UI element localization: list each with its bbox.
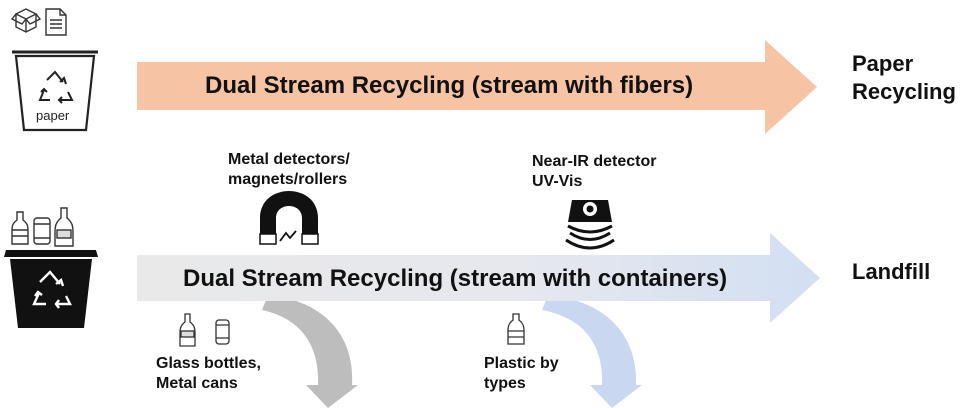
container-destination: Landfill [852,259,931,284]
metal-detector-line-1: Metal detectors/ [228,151,350,168]
output-can-icon [215,319,230,345]
metal-detector-label: Metal detectors/ magnets/rollers [228,150,350,190]
paper-bin-icon [12,50,98,132]
glass-bottle-icon [54,207,74,247]
container-bin-icon [4,250,98,328]
document-icon [45,8,67,36]
paper-destination-line-1: Paper [852,51,914,76]
glass-metal-output-arrow [262,295,358,408]
can-icon [33,217,51,245]
sensor-icon [565,200,615,250]
paper-stream-label: Dual Stream Recycling (stream with fiber… [205,72,694,99]
magnet-icon [259,191,319,245]
paper-destination-line-2: Recycling [852,79,956,104]
plastic-line-2: types [484,375,526,392]
nir-detector-line-1: Near-IR detector [532,153,657,170]
glass-metal-line-2: Metal cans [156,375,238,392]
plastic-bottle-icon [507,313,525,345]
bottle-icon [11,211,29,245]
plastic-output-arrow [542,295,642,408]
paper-destination: Paper Recycling [852,50,956,106]
glass-metal-line-1: Glass bottles, [156,355,261,372]
nir-detector-line-2: UV-Vis [532,173,583,190]
paper-stream-arrow [137,40,817,134]
plastic-line-1: Plastic by [484,355,559,372]
paper-bin-label: paper [36,108,70,123]
container-stream-label: Dual Stream Recycling (stream with conta… [183,265,728,292]
container-stream-arrow [137,233,820,323]
plastic-output-label: Plastic by types [484,354,559,394]
nir-detector-label: Near-IR detector UV-Vis [532,152,656,192]
metal-detector-line-2: magnets/rollers [228,171,348,188]
output-bottle-icon [179,313,196,347]
box-icon [10,8,42,33]
glass-metal-output-label: Glass bottles, Metal cans [156,354,261,394]
